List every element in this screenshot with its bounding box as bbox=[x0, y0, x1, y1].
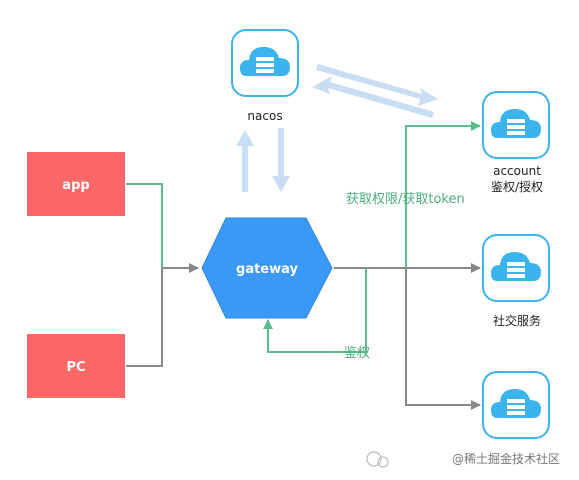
auth-label: 鉴权 bbox=[344, 345, 370, 361]
nacos-label: nacos bbox=[247, 109, 282, 123]
nacos-cloud-icon bbox=[231, 29, 299, 97]
app-label: app bbox=[62, 178, 89, 193]
account-cloud-icon bbox=[482, 91, 550, 159]
service3-cloud-icon bbox=[482, 371, 550, 439]
fetch-permission-label: 获取权限/获取token bbox=[346, 191, 465, 207]
nacos-account-arrows bbox=[312, 64, 438, 118]
watermark-text: @稀土掘金技术社区 bbox=[452, 451, 560, 466]
nacos-node: nacos bbox=[231, 29, 299, 123]
gateway-node: gateway bbox=[201, 217, 333, 319]
pc-label: PC bbox=[66, 360, 85, 375]
nacos-gateway-arrows bbox=[236, 128, 290, 192]
gateway-label: gateway bbox=[236, 262, 298, 277]
watermark: @稀土掘金技术社区 bbox=[366, 451, 560, 468]
green-connections bbox=[126, 121, 481, 353]
app-box: app bbox=[27, 152, 125, 216]
account-sublabel: 鉴权/授权 bbox=[491, 179, 543, 194]
account-node: account 鉴权/授权 bbox=[482, 91, 550, 194]
social-cloud-icon bbox=[482, 234, 550, 302]
service3-node bbox=[482, 371, 550, 439]
social-node: 社交服务 bbox=[482, 234, 550, 328]
pc-box: PC bbox=[27, 334, 125, 398]
wechat-icon bbox=[366, 451, 382, 467]
account-label: account bbox=[493, 164, 541, 178]
social-label: 社交服务 bbox=[493, 313, 541, 328]
